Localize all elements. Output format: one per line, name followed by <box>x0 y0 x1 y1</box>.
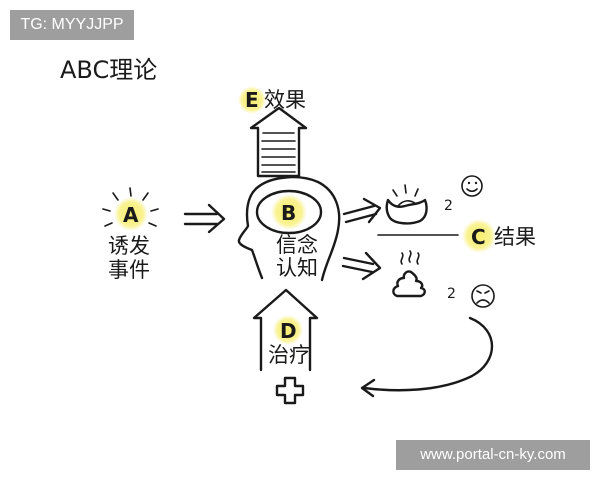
highlight-e <box>238 86 266 114</box>
node-c: C 结果 <box>462 219 536 253</box>
sad-face-icon <box>471 284 495 308</box>
node-b-letter: B <box>281 201 296 225</box>
head-outline <box>237 175 341 282</box>
node-d: D 治疗 <box>252 288 319 405</box>
node-a-line1: 诱发 <box>108 234 150 258</box>
treatment-arrow <box>252 288 319 372</box>
node-c-label: 结果 <box>494 225 536 249</box>
node-e: E 效果 <box>238 86 308 178</box>
effect-arrow <box>249 106 308 178</box>
medical-cross-icon <box>275 376 305 405</box>
negative-label: 2 <box>447 286 456 302</box>
effect-arrow-stripes <box>261 132 296 173</box>
watermark-top: TG: MYYJJPP <box>10 10 134 40</box>
positive-label: 2 <box>444 198 453 214</box>
arrow-b-to-negative <box>341 251 382 281</box>
node-b: B 信念 认知 <box>237 175 341 282</box>
sun-rays-a <box>102 187 159 227</box>
watermark-bottom: www.portal-cn-ky.com <box>396 440 590 470</box>
highlight-c <box>462 219 496 253</box>
node-b-line1: 信念 <box>276 233 318 257</box>
node-a-line2: 事件 <box>108 258 150 282</box>
node-b-line2: 认知 <box>276 256 318 280</box>
node-c-letter: C <box>471 225 486 249</box>
diagram-title: ABC理论 <box>60 56 157 84</box>
thought-bubble <box>255 189 323 235</box>
node-e-letter: E <box>245 88 259 112</box>
node-a: A 诱发 事件 <box>102 187 159 282</box>
arrow-b-to-positive <box>342 197 382 224</box>
highlight-d <box>273 315 303 345</box>
node-a-letter: A <box>123 203 139 227</box>
arrow-a-to-b <box>183 203 226 234</box>
node-e-label: 效果 <box>264 88 306 112</box>
node-d-label: 治疗 <box>268 343 310 367</box>
poop-icon <box>392 250 426 298</box>
highlight-b <box>271 194 307 230</box>
smiley-face-icon <box>461 175 483 197</box>
return-arrow <box>360 316 494 398</box>
node-d-letter: D <box>280 319 297 343</box>
highlight-a <box>114 197 148 231</box>
gold-ingot-icon <box>385 184 428 225</box>
